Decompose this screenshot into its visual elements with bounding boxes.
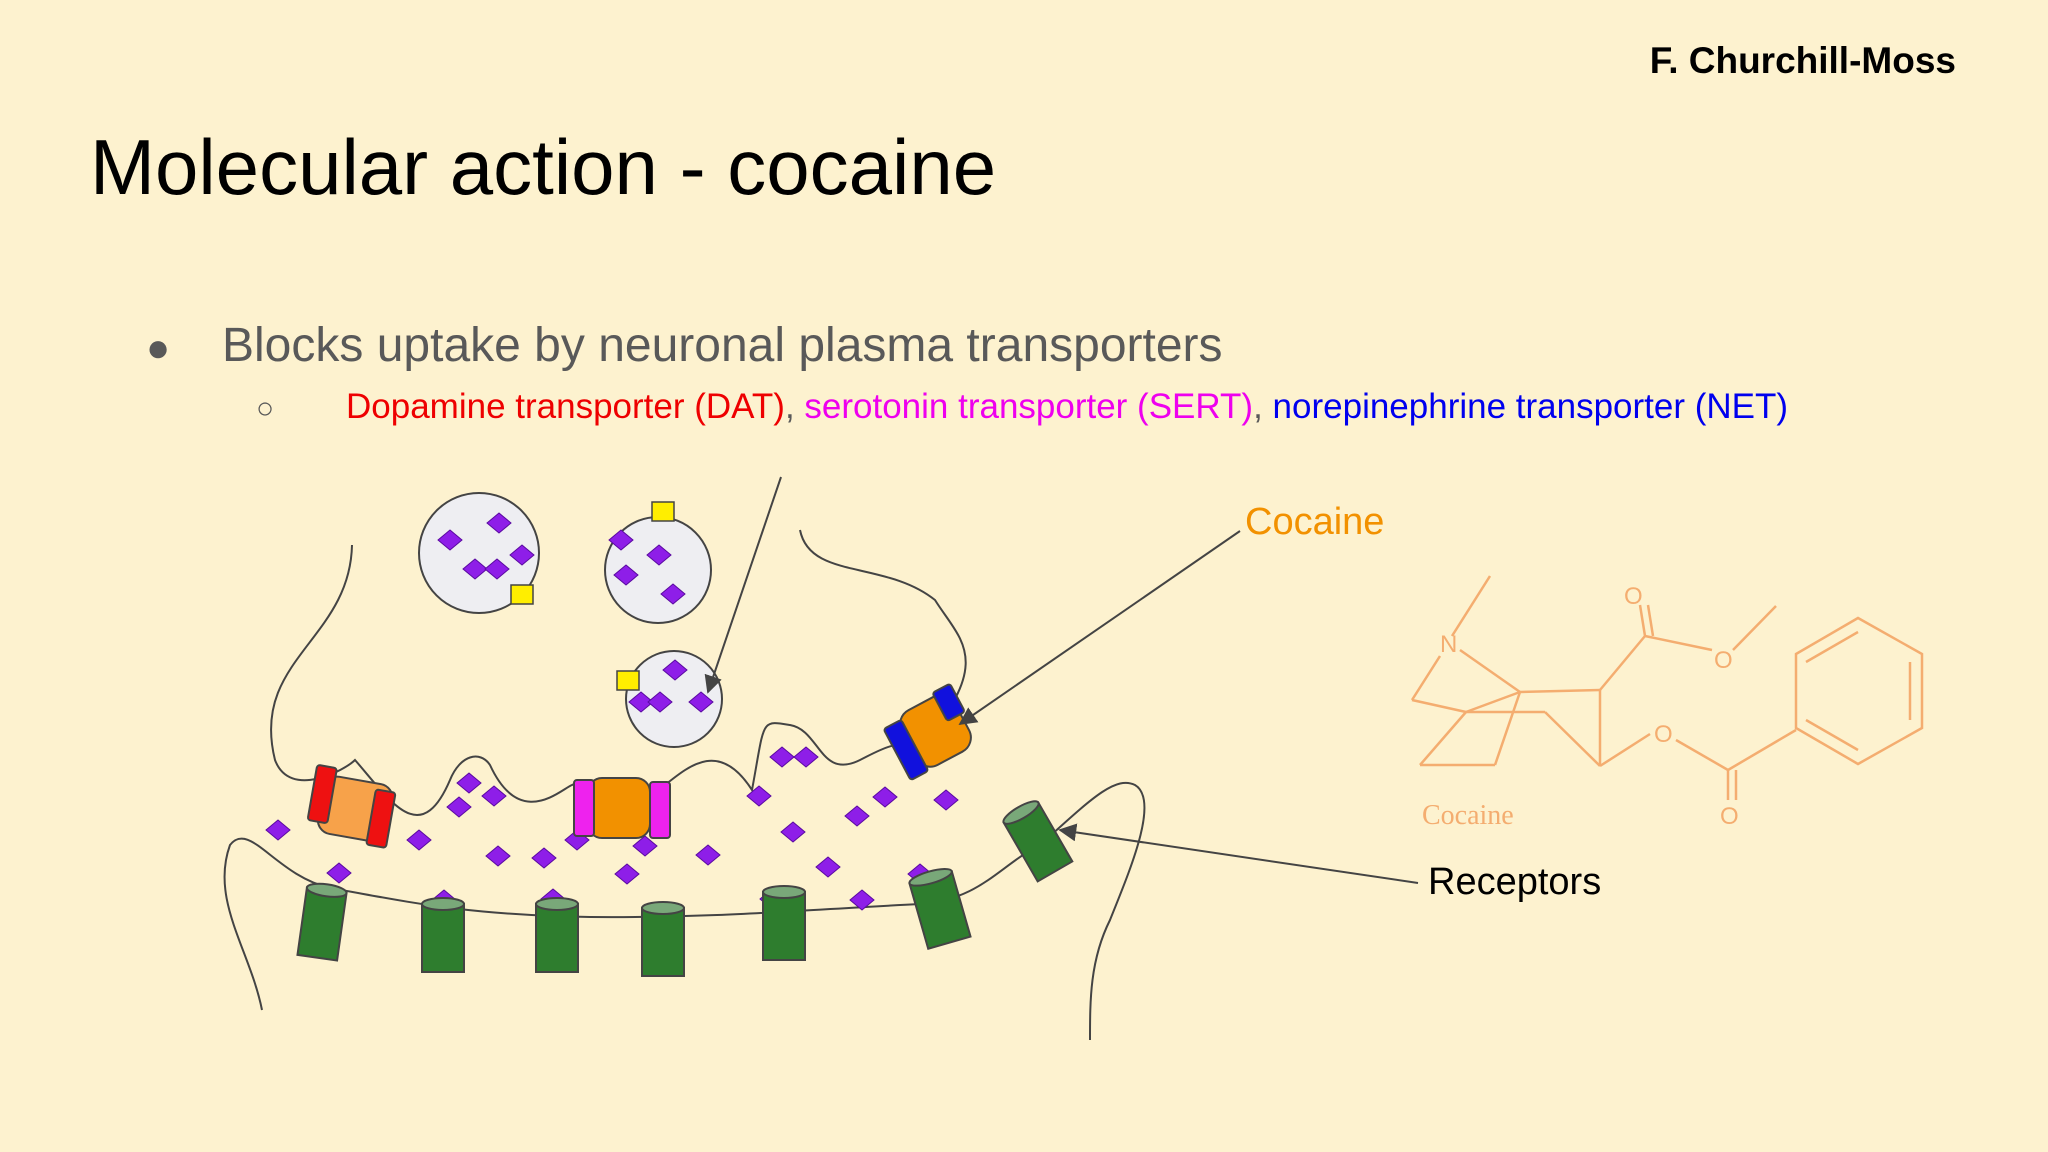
neurotransmitter-particle xyxy=(844,805,870,827)
receptor xyxy=(421,897,465,973)
receptor xyxy=(535,897,579,973)
neurotransmitter-particle xyxy=(646,544,672,566)
neurotransmitter-particle xyxy=(481,785,507,807)
neurotransmitter-particle xyxy=(437,529,463,551)
atom-o: O xyxy=(1624,583,1643,610)
sub-bullet-circle-icon: ○ xyxy=(256,392,275,425)
neurotransmitter-particle xyxy=(406,829,432,851)
atom-n: N xyxy=(1440,631,1457,658)
receptor xyxy=(641,901,685,977)
receptors-pointer-arrow xyxy=(1058,823,1419,884)
neurotransmitter-particle xyxy=(688,691,714,713)
receptor xyxy=(762,885,806,961)
cocaine-structure-labels: N O O O O xyxy=(1440,583,1739,830)
neurotransmitter-particle xyxy=(484,558,510,580)
vesicle-pointer-arrow xyxy=(704,476,782,694)
neurotransmitter-particle xyxy=(662,659,688,681)
slide-title: Molecular action - cocaine xyxy=(90,123,997,211)
cocaine-structure-caption: Cocaine xyxy=(1422,800,1514,831)
neurotransmitter-particle xyxy=(746,785,772,807)
neurotransmitter-particle xyxy=(769,746,795,768)
vesicle-tag xyxy=(651,501,675,522)
neurotransmitter-particle xyxy=(446,796,472,818)
neurotransmitter-particle xyxy=(614,863,640,885)
neurotransmitter-particle xyxy=(793,746,819,768)
neurotransmitter-particle xyxy=(849,889,875,911)
neurotransmitter-particle xyxy=(815,856,841,878)
sub-sep-1: , xyxy=(784,387,805,426)
neurotransmitter-particle xyxy=(265,819,291,841)
receptor xyxy=(296,882,348,962)
neurotransmitter-particle xyxy=(462,558,488,580)
receptor xyxy=(1002,800,1074,883)
neurotransmitter-particle xyxy=(608,529,634,551)
neurotransmitter-particle xyxy=(485,845,511,867)
neurotransmitter-particle xyxy=(933,789,959,811)
atom-o: O xyxy=(1654,721,1673,748)
neurotransmitter-particle xyxy=(486,512,512,534)
vesicle-tag xyxy=(510,584,534,605)
cocaine-structure xyxy=(1410,575,1924,800)
sub-net-text: norepinephrine transporter (NET) xyxy=(1272,387,1789,426)
dat-transporter xyxy=(307,764,397,849)
sub-sert-text: serotonin transporter (SERT) xyxy=(804,387,1254,426)
neurotransmitter-particle xyxy=(456,772,482,794)
neurotransmitter-particle xyxy=(872,786,898,808)
neurotransmitter-particle xyxy=(531,847,557,869)
neurotransmitter-particle xyxy=(780,821,806,843)
sub-sep-2: , xyxy=(1253,387,1273,426)
sub-dat-text: Dopamine transporter (DAT) xyxy=(346,387,785,426)
receptor xyxy=(908,867,972,950)
neurotransmitter-particle xyxy=(660,583,686,605)
neurotransmitter-particle xyxy=(632,835,658,857)
neurotransmitter-particle xyxy=(613,564,639,586)
bullet-main-text: Blocks uptake by neuronal plasma transpo… xyxy=(222,319,1223,372)
neurotransmitter-particle xyxy=(628,691,654,713)
sert-transporter xyxy=(573,777,671,839)
cocaine-pointer-arrow xyxy=(958,530,1241,726)
receptors-label: Receptors xyxy=(1428,861,1601,903)
cocaine-label: Cocaine xyxy=(1245,501,1384,543)
bullet-sub: ○ Dopamine transporter (DAT), serotonin t… xyxy=(256,387,1788,427)
neurotransmitter-particle xyxy=(647,691,673,713)
neurotransmitter-particle xyxy=(509,544,535,566)
net-transporter xyxy=(883,683,972,781)
author-name: F. Churchill-Moss xyxy=(1649,40,1956,81)
vesicle-tag xyxy=(616,670,640,691)
bullet-main: ● Blocks uptake by neuronal plasma transp… xyxy=(146,318,1223,373)
bullet-dot-icon: ● xyxy=(146,326,171,370)
postsynaptic-membrane xyxy=(223,781,1146,1041)
neurotransmitter-particle xyxy=(326,862,352,884)
vesicle xyxy=(625,650,723,748)
atom-o: O xyxy=(1720,803,1739,830)
atom-o: O xyxy=(1714,647,1733,674)
neurotransmitter-particle xyxy=(695,844,721,866)
